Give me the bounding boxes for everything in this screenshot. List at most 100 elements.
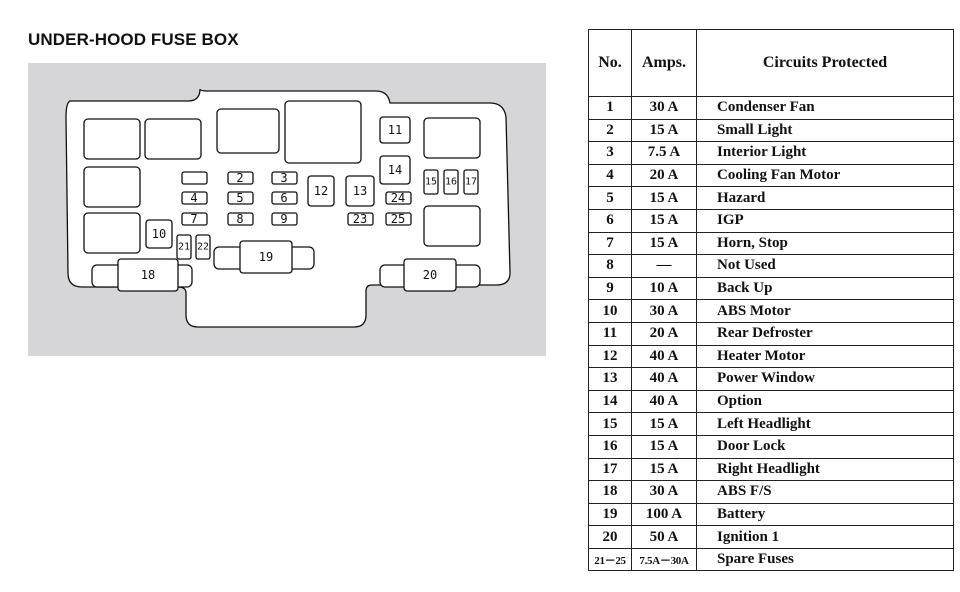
row-circuit: Small Light	[696, 118, 954, 143]
row-amps: 30 A	[631, 96, 697, 120]
fuse-6	[271, 191, 298, 205]
fuse-4	[181, 191, 208, 205]
relay-box	[83, 212, 141, 254]
row-no: 19	[588, 502, 632, 527]
row-no: 7	[588, 231, 632, 256]
row-amps: 15 A	[631, 457, 697, 482]
fuse-19	[239, 240, 293, 274]
row-amps: 30 A	[631, 299, 697, 323]
row-amps: 7.5 A	[631, 141, 697, 165]
row-amps: 15 A	[631, 231, 697, 256]
fuse-11-label: 11	[388, 123, 402, 137]
fuse-slot-1	[181, 171, 208, 185]
fuse-5-label: 5	[236, 191, 243, 205]
row-circuit: Heater Motor	[696, 344, 954, 369]
fuse-4-label: 4	[190, 191, 197, 205]
row-no: 21－25	[588, 547, 632, 572]
fuse-17	[463, 169, 479, 195]
fuse-13	[345, 175, 375, 207]
row-amps: 100 A	[631, 502, 697, 527]
header-amps: Amps.	[631, 29, 697, 97]
fuse-24	[385, 191, 412, 205]
row-amps: 10 A	[631, 276, 697, 301]
relay-box	[216, 108, 280, 154]
relay-box	[423, 205, 481, 247]
fuse-10-label: 10	[152, 227, 166, 241]
row-amps: —	[631, 254, 697, 278]
row-no: 1	[588, 96, 632, 120]
fuse-20-label: 20	[423, 268, 437, 282]
row-circuit: IGP	[696, 208, 954, 233]
row-amps: 40 A	[631, 367, 697, 391]
fuse-21	[176, 234, 192, 260]
fuse-23	[347, 212, 374, 226]
row-no: 6	[588, 208, 632, 233]
fuse-22-label: 22	[197, 242, 209, 253]
row-circuit: Option	[696, 389, 954, 414]
fuse-box-drawing: 2 3 4 5 6 7 8 9 23 24 25 10 11 12 13 14 …	[65, 88, 511, 328]
row-amps: 40 A	[631, 389, 697, 414]
row-circuit: Rear Defroster	[696, 321, 954, 346]
row-circuit: Battery	[696, 502, 954, 527]
fuse-17-label: 17	[465, 177, 477, 188]
diagram-title: UNDER-HOOD FUSE BOX	[28, 30, 239, 49]
fuse-23-label: 23	[353, 212, 367, 226]
fuse-5	[227, 191, 254, 205]
row-no: 8	[588, 254, 632, 278]
relay-box	[423, 117, 481, 159]
fuse-15	[423, 169, 439, 195]
fuse-7	[181, 212, 208, 226]
row-no: 4	[588, 163, 632, 188]
row-circuit: Right Headlight	[696, 457, 954, 482]
fuse-18-label: 18	[141, 268, 155, 282]
row-no: 3	[588, 141, 632, 165]
fuse-20	[403, 258, 457, 292]
header-circuits: Circuits Protected	[696, 29, 954, 97]
row-no: 2	[588, 118, 632, 143]
row-no: 5	[588, 186, 632, 210]
row-no: 18	[588, 480, 632, 504]
row-no: 20	[588, 525, 632, 549]
fuse-11	[379, 116, 411, 144]
row-circuit: Spare Fuses	[696, 547, 954, 572]
row-no: 11	[588, 321, 632, 346]
fuse-9	[271, 212, 298, 226]
row-no: 16	[588, 434, 632, 459]
row-no: 15	[588, 412, 632, 436]
row-amps: 20 A	[631, 321, 697, 346]
fuse-12-label: 12	[314, 184, 328, 198]
fuse-25-label: 25	[391, 212, 405, 226]
row-circuit: ABS F/S	[696, 480, 954, 504]
row-amps: 30 A	[631, 480, 697, 504]
fuse-24-label: 24	[391, 191, 405, 205]
row-circuit: Door Lock	[696, 434, 954, 459]
row-no: 9	[588, 276, 632, 301]
fuse-6-label: 6	[280, 191, 287, 205]
row-amps: 15 A	[631, 434, 697, 459]
row-amps: 7.5A－30A	[631, 547, 697, 572]
row-amps: 15 A	[631, 186, 697, 210]
fuse-12	[307, 175, 335, 207]
fuse-box-diagram: 2 3 4 5 6 7 8 9 23 24 25 10 11 12 13 14 …	[28, 63, 546, 356]
row-circuit: Ignition 1	[696, 525, 954, 549]
row-circuit: ABS Motor	[696, 299, 954, 323]
fuse-18	[117, 258, 179, 292]
fuse-19-label: 19	[259, 250, 273, 264]
row-amps: 20 A	[631, 163, 697, 188]
